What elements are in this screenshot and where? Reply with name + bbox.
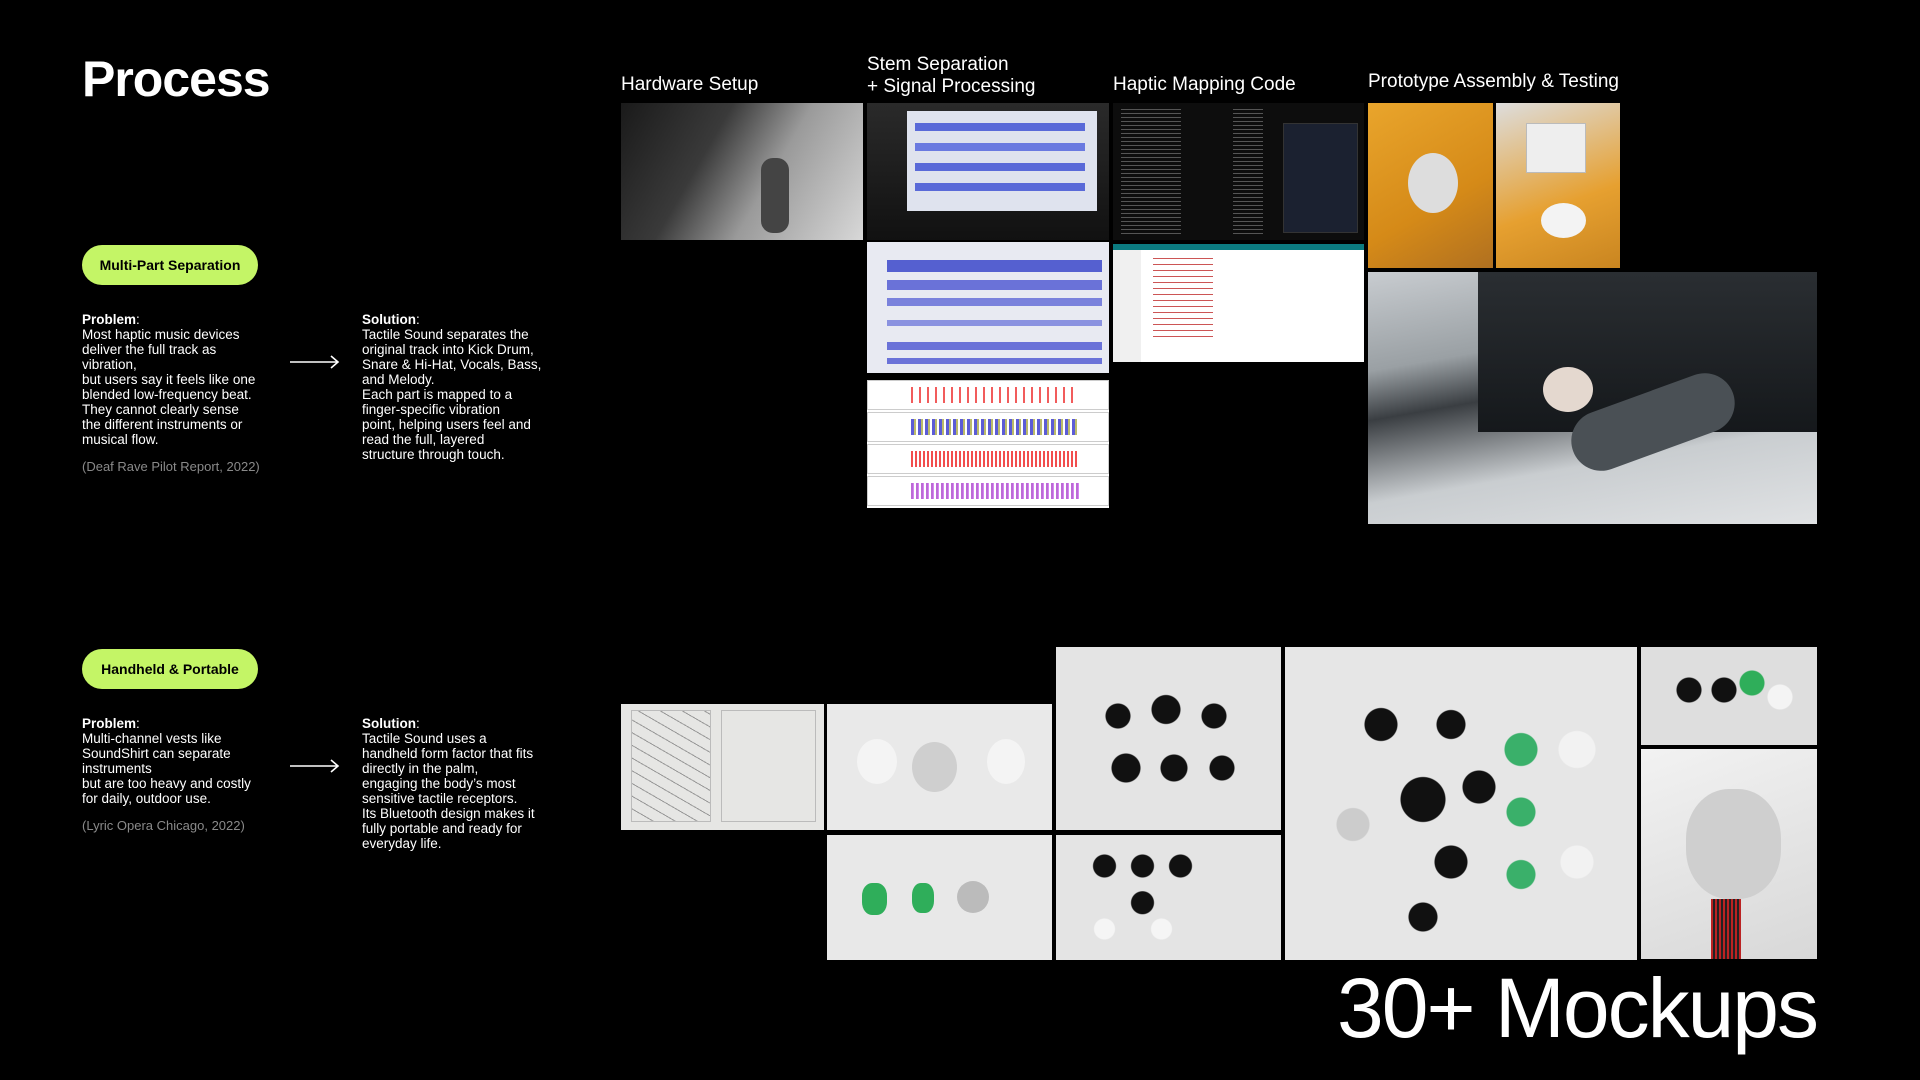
prototype-wiring-photo-1	[1368, 103, 1493, 268]
line: musical flow.	[82, 432, 159, 447]
stem-plots	[867, 380, 1109, 508]
page-title: Process	[82, 51, 271, 107]
line: + Signal Processing	[867, 76, 1036, 97]
line: and Melody.	[362, 372, 435, 387]
arrow-right-icon	[290, 759, 340, 773]
line: instruments	[82, 761, 152, 776]
badge-handheld-portable: Handheld & Portable	[82, 649, 258, 689]
line: directly in the palm,	[362, 761, 479, 776]
line: but are too heavy and costly	[82, 776, 251, 791]
line: Multi-channel vests like	[82, 731, 222, 746]
label-stem-separation: Stem Separation+ Signal Processing	[867, 54, 1035, 98]
line: the different instruments or	[82, 417, 243, 432]
arrow-right-icon	[290, 355, 340, 369]
line: point, helping users feel and	[362, 417, 531, 432]
line: vibration,	[82, 357, 137, 372]
haptic-code-dark-screenshot	[1113, 103, 1364, 240]
label-prototype-assembly: Prototype Assembly & Testing	[1368, 71, 1619, 92]
line: fully portable and ready for	[362, 821, 522, 836]
prototype-testing-photo	[1368, 272, 1817, 524]
mockups-layout-photo	[1285, 647, 1637, 960]
line: for daily, outdoor use.	[82, 791, 211, 806]
line: engaging the body’s most	[362, 776, 516, 791]
line: Tactile Sound separates the	[362, 327, 529, 342]
line: original track into Kick Drum,	[362, 342, 534, 357]
line: but users say it feels like one	[82, 372, 256, 387]
line: Most haptic music devices	[82, 327, 240, 342]
citation: (Deaf Rave Pilot Report, 2022)	[82, 459, 260, 474]
label-hardware-setup: Hardware Setup	[621, 74, 759, 95]
label-haptic-mapping-code: Haptic Mapping Code	[1113, 74, 1296, 95]
clay-hand-mockup-photo	[827, 704, 1052, 830]
line: sensitive tactile receptors.	[362, 791, 518, 806]
line: Stem Separation	[867, 54, 1009, 75]
line: Its Bluetooth design makes it	[362, 806, 535, 821]
color-mockups-hand-photo	[827, 835, 1052, 960]
line: finger-specific vibration	[362, 402, 501, 417]
black-mockups-photo-2	[1056, 835, 1281, 960]
line: read the full, layered	[362, 432, 485, 447]
solution-label: Solution	[362, 312, 416, 327]
waveform-screenshot	[867, 242, 1109, 373]
stem-separation-monitor-photo	[867, 103, 1109, 240]
line: They cannot clearly sense	[82, 402, 239, 417]
line: deliver the full track as	[82, 342, 217, 357]
assorted-mockups-photo	[1641, 647, 1817, 745]
sketches-photo	[621, 704, 824, 830]
prototype-wiring-photo-2	[1496, 103, 1620, 268]
haptic-code-ide-screenshot	[1113, 244, 1364, 362]
mockups-count-heading: 30+ Mockups	[1337, 961, 1819, 1055]
line: handheld form factor that fits	[362, 746, 534, 761]
line: Each part is mapped to a	[362, 387, 513, 402]
citation: (Lyric Opera Chicago, 2022)	[82, 818, 245, 833]
glove-holding-mockup-photo	[1641, 749, 1817, 959]
line: Snare & Hi-Hat, Vocals, Bass,	[362, 357, 542, 372]
hardware-setup-photo	[621, 103, 863, 240]
line: SoundShirt can separate	[82, 746, 231, 761]
black-mockups-photo-1	[1056, 647, 1281, 830]
badge-multi-part-separation: Multi-Part Separation	[82, 245, 258, 285]
solution-label: Solution	[362, 716, 416, 731]
line: structure through touch.	[362, 447, 505, 462]
line: blended low-frequency beat.	[82, 387, 252, 402]
line: everyday life.	[362, 836, 442, 851]
problem-label: Problem	[82, 312, 137, 327]
line: Tactile Sound uses a	[362, 731, 487, 746]
problem-label: Problem	[82, 716, 137, 731]
